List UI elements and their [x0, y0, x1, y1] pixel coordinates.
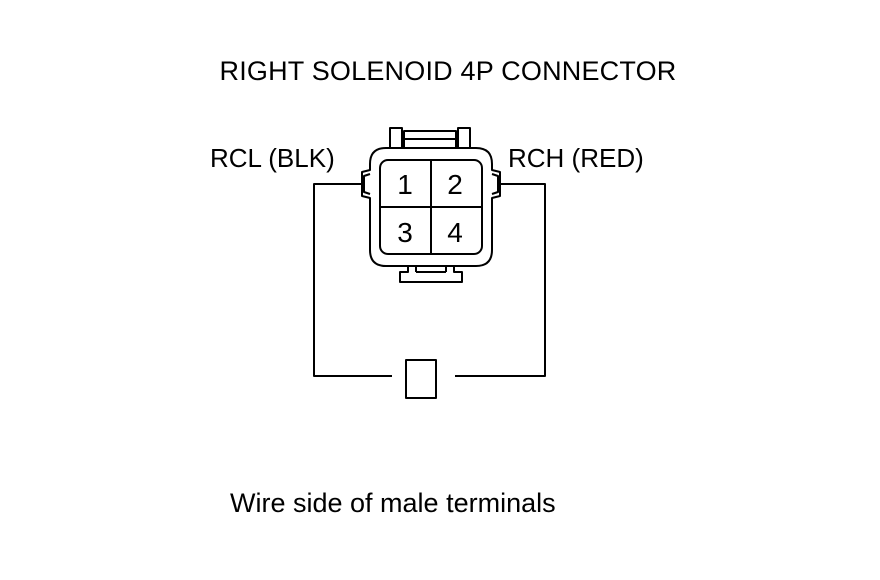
- bottom-latch: [399, 264, 463, 283]
- meter-box: [405, 359, 437, 399]
- pin-3-label: 3: [397, 217, 413, 248]
- right-wire: [455, 183, 546, 377]
- left-wire-label: RCL (BLK): [210, 143, 335, 173]
- right-wire-label: RCH (RED): [508, 143, 644, 173]
- caption: Wire side of male terminals: [230, 488, 556, 518]
- diagram-title: RIGHT SOLENOID 4P CONNECTOR: [219, 56, 677, 86]
- top-latch: [389, 127, 471, 151]
- pin-1-label: 1: [397, 169, 413, 200]
- left-wire: [313, 183, 392, 377]
- pin-2-label: 2: [447, 169, 463, 200]
- pin-4-label: 4: [447, 217, 463, 248]
